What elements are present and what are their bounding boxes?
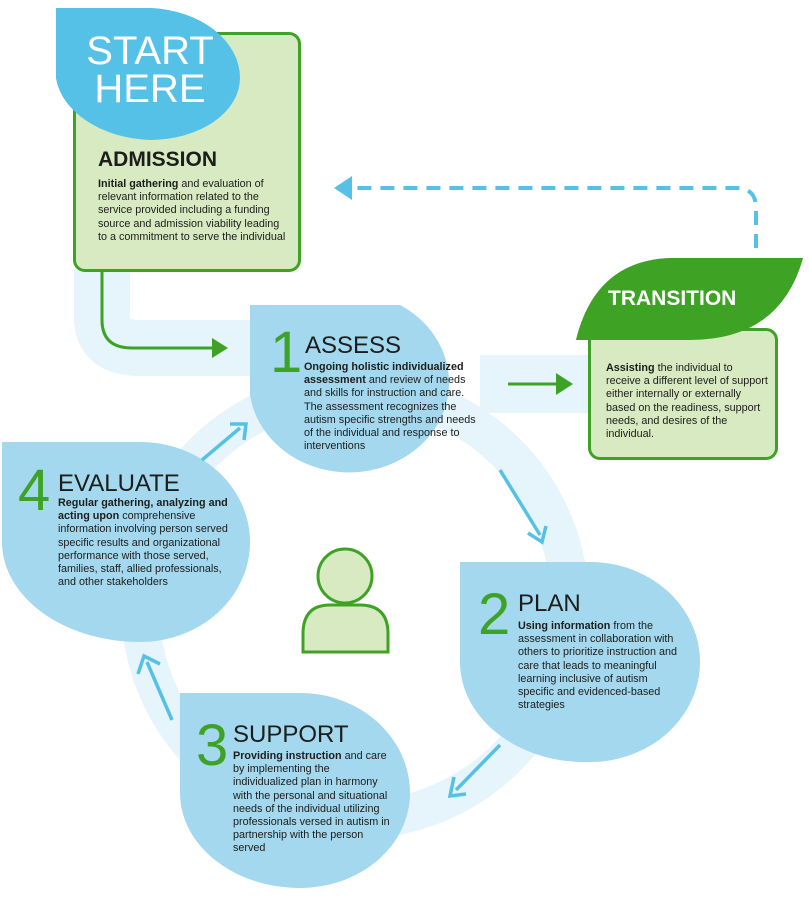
assess-body: and review of needs and skills for instr… [304,374,476,453]
assess-number: 1 [270,320,303,385]
admission-arrow [100,270,212,350]
start-label-line1: START [86,29,214,73]
return-dashed-arrow [352,186,758,248]
evaluate-leaf [2,442,250,642]
assess-title: ASSESS [305,332,402,359]
support-title: SUPPORT [233,721,349,748]
evaluate-text: Regular gathering, analyzing and acting … [58,497,236,589]
person-icon [301,547,390,654]
plan-leaf [459,562,700,763]
evaluate-body: comprehensive information involving pers… [58,510,228,589]
admission-lead: Initial gathering [98,178,179,190]
support-lead: Providing instruction [233,750,342,762]
assess-leaf [250,305,450,473]
transition-body: the individual to receive a different le… [606,362,768,441]
admission-track [74,270,260,376]
plan-body: from the assessment in collaboration wit… [518,620,678,712]
support-body: and care by implementing the individuali… [233,750,390,855]
transition-title: TRANSITION [608,287,737,310]
cycle-arrows [136,422,548,799]
return-arrow-head [334,176,352,200]
evaluate-lead: Regular gathering, analyzing and acting … [58,497,228,523]
transition-leaf-overlay [576,258,803,340]
transition-arrow-head [556,373,573,395]
support-leaf [180,693,410,888]
evaluate-title: EVALUATE [58,470,180,497]
transition-lead: Assisting [606,362,655,374]
plan-text: Using information from the assessment in… [518,620,686,712]
plan-title: PLAN [518,590,581,617]
start-leaf-overlay [56,8,241,140]
support-number: 3 [196,713,229,778]
support-text: Providing instruction and care by implem… [233,750,395,856]
admission-text: Initial gathering and evaluation of rele… [98,178,290,244]
transition-text: Assisting the individual to receive a di… [606,362,770,441]
assess-text: Ongoing holistic individualized assessme… [304,361,482,453]
assess-lead: Ongoing holistic individualized assessme… [304,361,464,387]
plan-number: 2 [478,582,511,647]
admission-body: and evaluation of relevant information r… [98,178,286,243]
evaluate-number: 4 [18,458,51,523]
plan-lead: Using information [518,620,611,632]
admission-arrow-head [212,338,228,358]
start-label-line2: HERE [94,67,206,111]
admission-title: ADMISSION [98,148,218,171]
start-here-label: START HERE [70,29,230,111]
